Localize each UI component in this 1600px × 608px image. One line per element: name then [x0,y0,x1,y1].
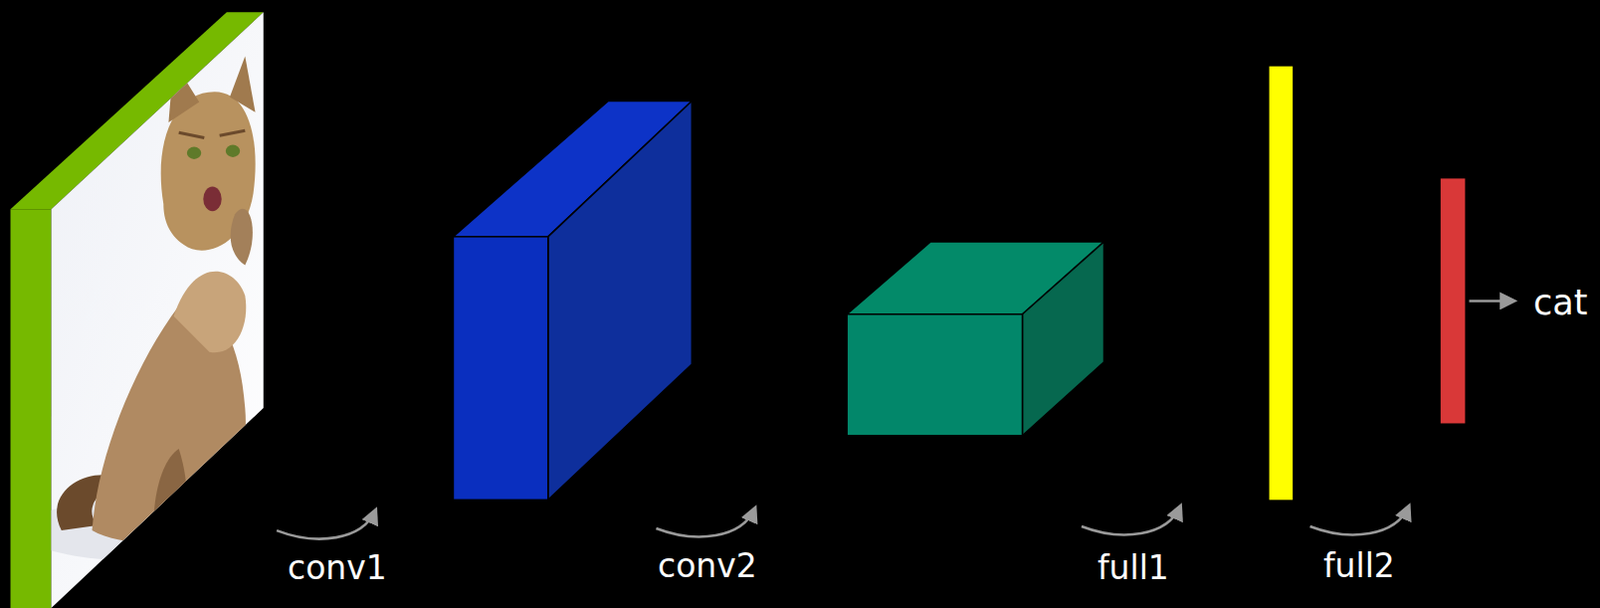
output-class: cat [1533,285,1588,321]
layer-label: conv2 [657,549,758,583]
conv1-volume [452,100,692,500]
layer-label: conv1 [287,551,388,585]
layer-label: full1 [1097,551,1170,585]
input-image [10,11,266,608]
output-arrow [1469,299,1515,303]
full2-vector [1440,178,1466,423]
conv2-volume [846,241,1104,436]
layer-label: full2 [1323,549,1396,583]
full1-vector [1269,66,1294,501]
layer-arrows [276,505,1409,539]
cat-picture [20,55,266,561]
